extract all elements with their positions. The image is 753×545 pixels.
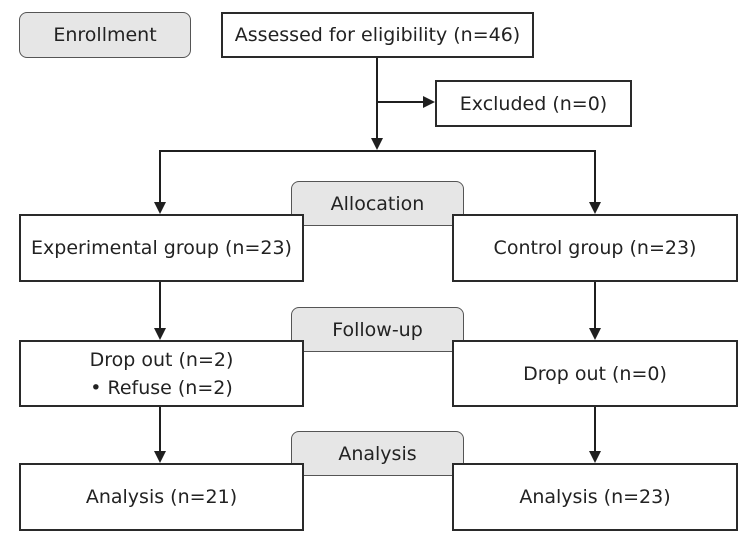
arrowhead-excluded	[423, 96, 435, 108]
stage-analysis-label: Analysis	[338, 442, 417, 465]
control-dropout-box: Drop out (n=0)	[452, 340, 738, 407]
experimental-analysis-box: Analysis (n=21)	[19, 463, 304, 531]
arrowhead-trunk	[371, 138, 383, 150]
assessed-box: Assessed for eligibility (n=46)	[221, 12, 534, 58]
excluded-label: Excluded (n=0)	[459, 92, 608, 115]
arrowhead-control	[589, 202, 601, 214]
stage-enrollment-label: Enrollment	[53, 24, 157, 46]
experimental-dropout-reason: • Refuse (n=2)	[90, 376, 233, 399]
stage-follow-up-label: Follow-up	[332, 318, 423, 341]
control-analysis-box: Analysis (n=23)	[452, 463, 738, 531]
assessed-label: Assessed for eligibility (n=46)	[234, 24, 521, 46]
experimental-dropout-box: Drop out (n=2) • Refuse (n=2)	[19, 340, 304, 407]
experimental-analysis-label: Analysis (n=21)	[85, 486, 238, 508]
control-dropout-label: Drop out (n=0)	[523, 362, 667, 385]
arrowhead-exp-followup	[154, 328, 166, 340]
arrowhead-exp-analysis	[154, 451, 166, 463]
stage-allocation-label: Allocation	[330, 192, 425, 215]
control-group-label: Control group (n=23)	[493, 237, 697, 259]
arrowhead-ctrl-analysis	[589, 451, 601, 463]
experimental-group-label: Experimental group (n=23)	[31, 237, 292, 259]
arrowhead-experimental	[154, 202, 166, 214]
control-analysis-label: Analysis (n=23)	[519, 486, 671, 508]
stage-follow-up: Follow-up	[291, 307, 464, 352]
control-group-box: Control group (n=23)	[452, 214, 738, 282]
stage-analysis: Analysis	[291, 431, 464, 476]
excluded-box: Excluded (n=0)	[435, 80, 632, 127]
stage-enrollment: Enrollment	[19, 12, 191, 58]
arrowhead-ctrl-followup	[589, 328, 601, 340]
stage-allocation: Allocation	[291, 181, 464, 226]
experimental-dropout-label: Drop out (n=2)	[89, 348, 234, 371]
experimental-group-box: Experimental group (n=23)	[19, 214, 304, 282]
